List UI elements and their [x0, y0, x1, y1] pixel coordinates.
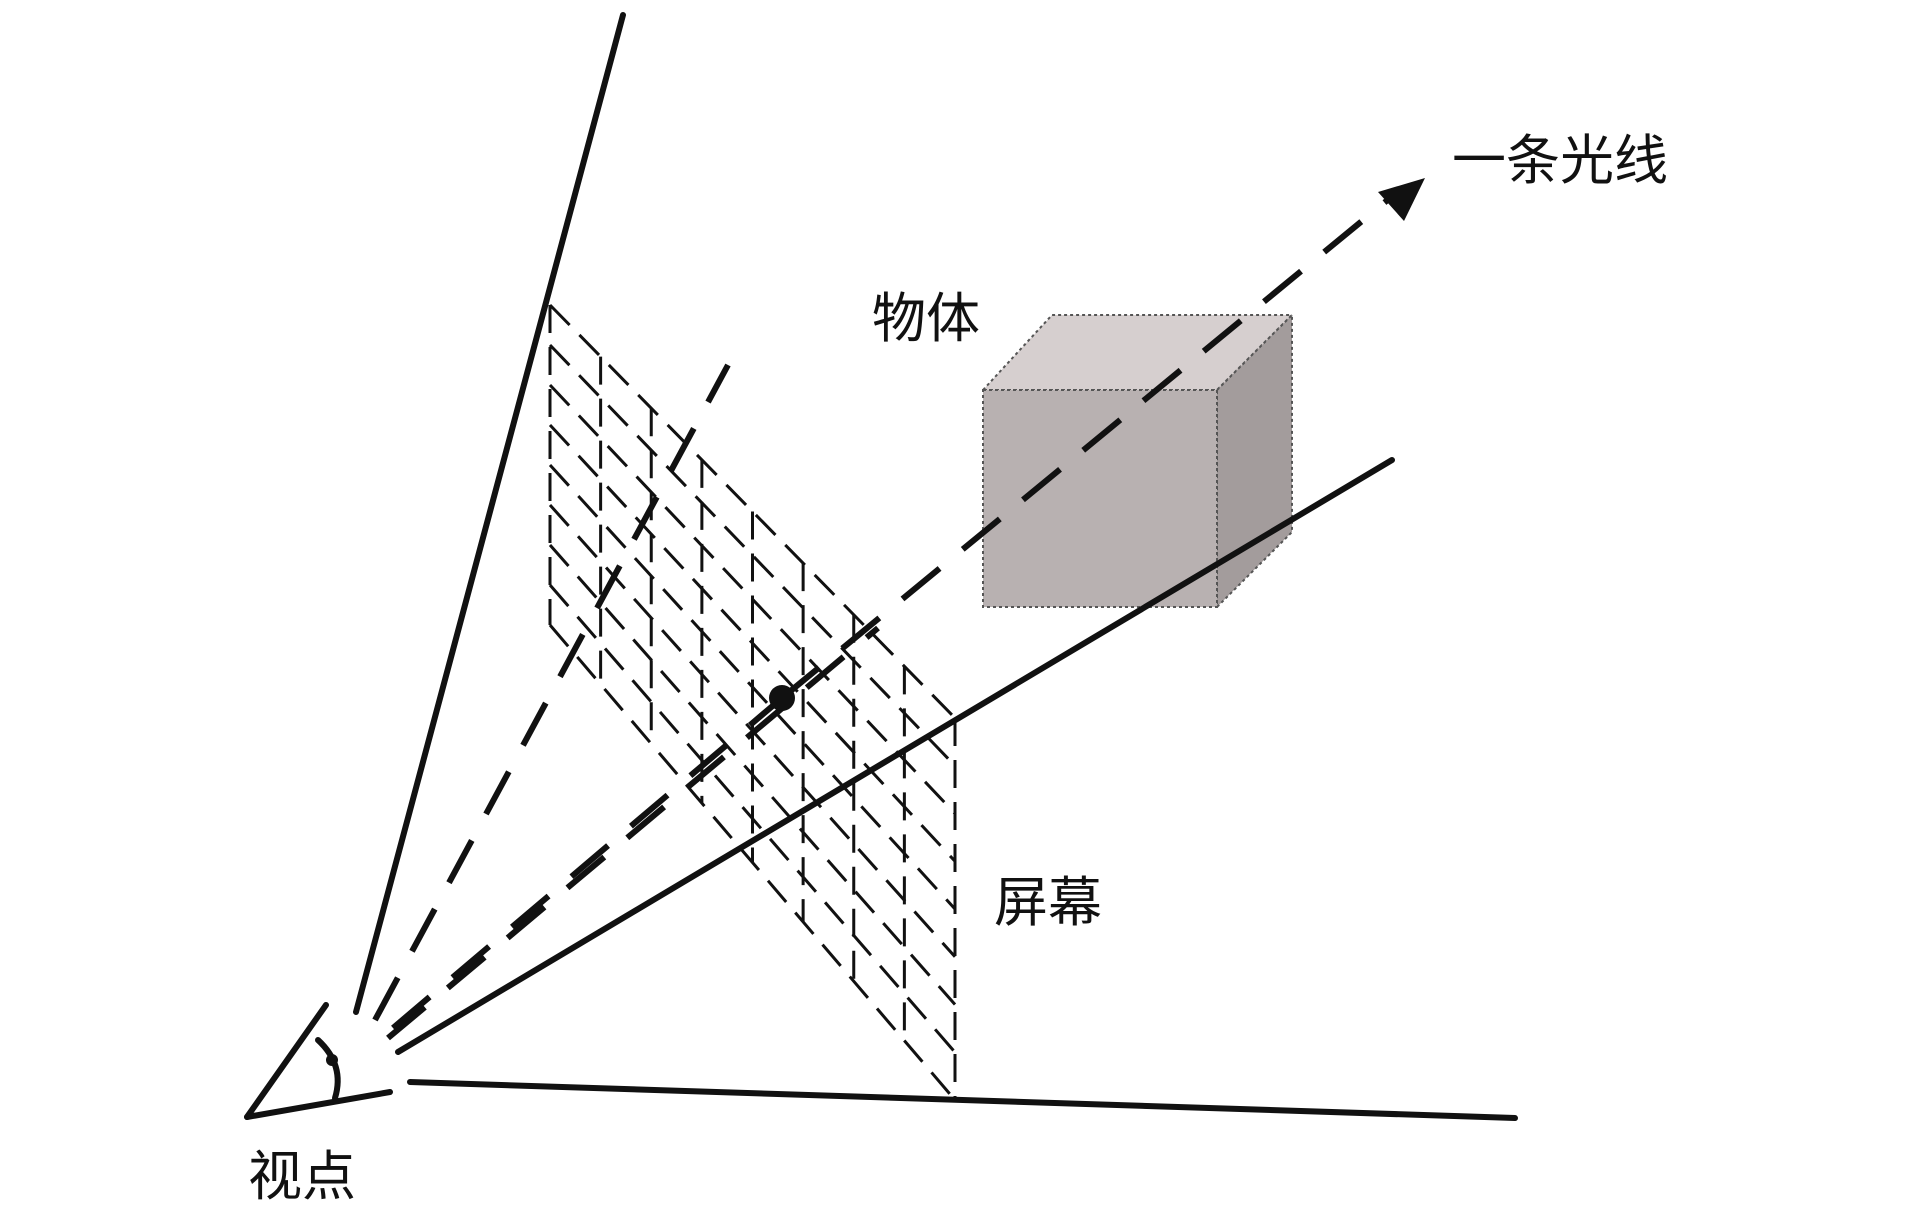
- light-ray: [391, 178, 1425, 1031]
- viewpoint-label: 视点: [248, 1145, 356, 1208]
- dashed-ray-upper: [372, 363, 731, 1022]
- screen-grid-row-line: [548, 343, 957, 767]
- ray-segment-beyond: [780, 195, 1392, 701]
- object-label: 物体: [872, 287, 980, 350]
- screen-grid-row-line: [548, 544, 957, 1006]
- pixel-dot: [769, 685, 795, 711]
- screen-grid-row-line: [548, 624, 957, 1101]
- viewpoint-eye-icon: [244, 1002, 393, 1120]
- frustum-bottom-line: [407, 1079, 1518, 1121]
- ray-arrowhead-icon: [1378, 178, 1425, 221]
- screen-grid-row-line: [548, 463, 957, 911]
- screen-label: 屏幕: [994, 871, 1102, 934]
- frustum-mid-line: [395, 457, 1395, 1055]
- screen-grid-row-line: [548, 303, 957, 720]
- cube-front-face: [982, 389, 1218, 608]
- dashed-ray-lower: [386, 625, 880, 1041]
- frustum-top-line: [353, 12, 626, 1015]
- dashed-rays: [372, 363, 880, 1041]
- ray-segment-to-pixel: [391, 695, 784, 1031]
- screen-grid: [548, 303, 957, 1101]
- ray-label: 一条光线: [1452, 129, 1668, 192]
- screen-grid-row-line: [548, 584, 957, 1054]
- frustum-lines: [353, 12, 1518, 1121]
- cube-top-face: [980, 314, 1295, 391]
- object-cube: [980, 312, 1295, 610]
